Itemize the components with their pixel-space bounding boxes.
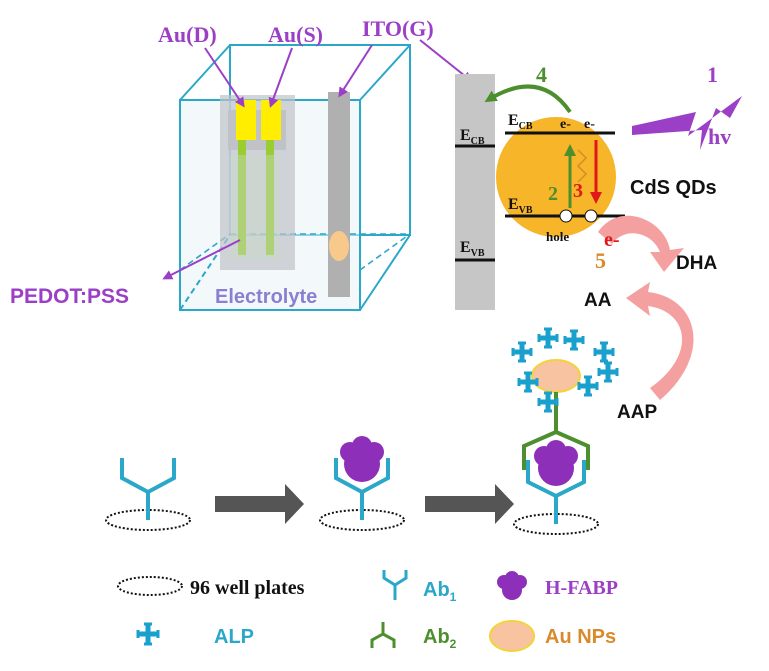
step2-label: 2 [548, 183, 558, 205]
aa-oxidation-arrow [598, 215, 684, 272]
step3-label: 3 [573, 180, 583, 202]
process-arrow-2 [425, 484, 514, 524]
aap-label: AAP [617, 402, 657, 423]
eminus-label: e- [604, 229, 620, 251]
legend-ab2: Ab2 [423, 626, 457, 651]
alp-enzymes [511, 327, 619, 413]
hole-dot-1 [559, 209, 573, 223]
ito-pointer [338, 44, 373, 98]
legend-well-plates: 96 well plates [190, 577, 305, 599]
well-plate-step3 [513, 359, 599, 535]
relaxation-squiggle [576, 149, 588, 183]
electrolyte-label: Electrolyte [215, 286, 317, 308]
legend-alp: ALP [214, 626, 254, 648]
legend-aunps: Au NPs [545, 626, 616, 648]
process-arrow-1 [215, 484, 304, 524]
cds-quantum-dot [496, 117, 616, 237]
legend-ab1-icon [382, 570, 408, 600]
pedot-label: PEDOT:PSS [10, 285, 129, 308]
qd-ecb-label: ECB [508, 112, 533, 132]
legend-well-plate-icon [117, 576, 183, 596]
aa-label: AA [584, 290, 612, 311]
step4-label: 4 [536, 62, 547, 87]
cds-qds-label: CdS QDs [630, 177, 717, 199]
hole-label: hole [546, 229, 569, 244]
ito-ecb-label: ECB [460, 127, 485, 147]
legend-ab2-icon [370, 622, 396, 648]
transistor-electrodes [220, 95, 295, 270]
gate-electrode [328, 92, 350, 297]
legend-hfabp-icon [497, 571, 527, 600]
legend-hfabp: H-FABP [545, 577, 618, 599]
ito-band-pointer [419, 39, 473, 82]
legend-aunps-icon [489, 620, 535, 652]
au-d-label: Au(D) [158, 22, 217, 47]
hole-dot-2 [584, 209, 598, 223]
ito-evb-label: EVB [460, 239, 485, 259]
dha-label: DHA [676, 253, 717, 274]
qd-evb-label: EVB [508, 196, 533, 216]
au-s-pointer [268, 47, 293, 108]
electron-label-1: e- [560, 117, 571, 132]
well-plate-step1 [105, 458, 191, 531]
legend-ab1: Ab1 [423, 579, 457, 604]
electron-label-2: e- [584, 117, 595, 132]
pedot-pointer [162, 239, 241, 280]
aap-to-aa-arrow [626, 282, 694, 400]
ito-label: ITO(G) [362, 16, 434, 41]
legend-alp-icon [136, 622, 160, 646]
au-s-label: Au(S) [268, 22, 323, 47]
hv-label: hv [708, 124, 731, 149]
ito-band [455, 74, 495, 310]
light-step-label: 1 [707, 62, 718, 87]
step5-label: 5 [595, 248, 606, 273]
electron-transfer-arrow [484, 84, 572, 114]
au-d-pointer [204, 47, 245, 108]
light-bolt-icon [632, 96, 742, 150]
well-plate-step2 [319, 436, 405, 531]
